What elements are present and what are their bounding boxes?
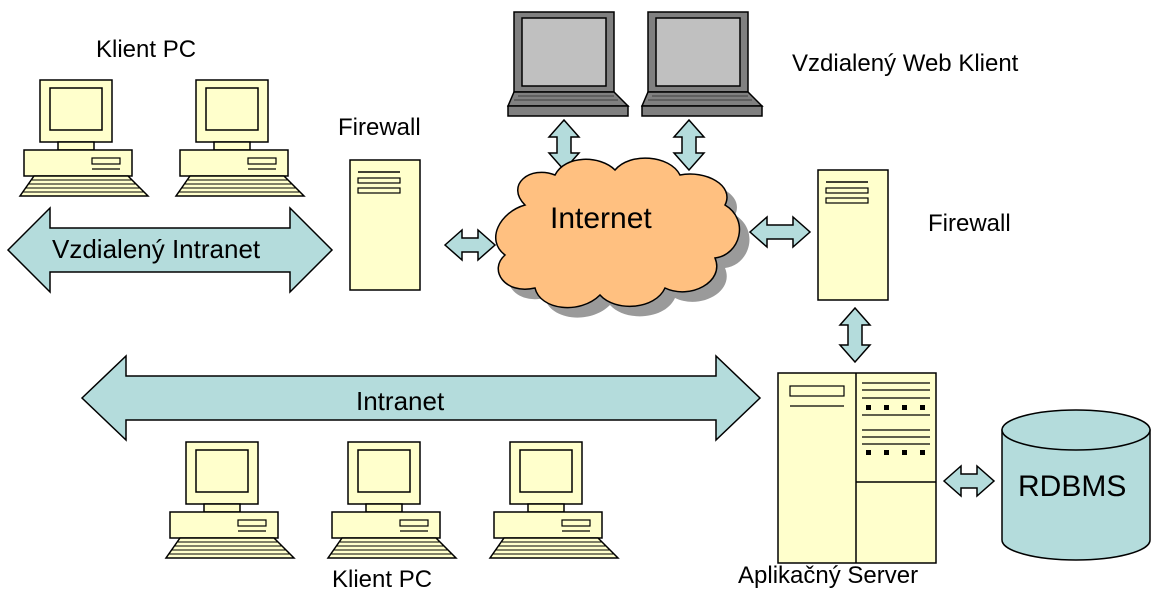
application-server — [777, 372, 937, 564]
intranet-arrow — [80, 354, 762, 442]
label-firewall-right: Firewall — [928, 210, 1011, 237]
firewall-right-server — [817, 169, 889, 301]
label-klient-pc-top: Klient PC — [96, 36, 197, 63]
client-pc-bottom-2 — [327, 441, 457, 559]
arrow-laptop2-internet — [672, 118, 706, 172]
arrow-appserver-rdbms — [942, 464, 996, 498]
client-pc-bottom-3 — [489, 441, 619, 559]
rdbms-database — [1001, 409, 1151, 561]
label-firewall-left: Firewall — [338, 114, 421, 141]
label-internet: Internet — [550, 202, 652, 235]
client-pc-top-2 — [175, 79, 305, 197]
label-aplikacny-server: Aplikačný Server — [738, 562, 919, 589]
arrow-firewall-left-internet — [443, 228, 497, 262]
label-vzdialeny-intranet: Vzdialený Intranet — [52, 234, 261, 264]
client-pc-top-1 — [19, 79, 149, 197]
arrow-internet-firewall-right — [748, 215, 812, 249]
label-intranet: Intranet — [356, 386, 445, 416]
label-klient-pc-bottom: Klient PC — [332, 566, 433, 593]
remote-intranet-arrow — [6, 206, 334, 294]
arrow-firewall-appserver — [838, 306, 872, 364]
label-rdbms: RDBMS — [1018, 470, 1127, 503]
remote-web-client-laptop-2 — [641, 11, 763, 117]
internet-cloud — [495, 157, 741, 309]
firewall-left-server — [349, 159, 421, 291]
client-pc-bottom-1 — [165, 441, 295, 559]
remote-web-client-laptop-1 — [507, 11, 629, 117]
label-vzdialeny-web-klient: Vzdialený Web Klient — [792, 50, 1019, 77]
